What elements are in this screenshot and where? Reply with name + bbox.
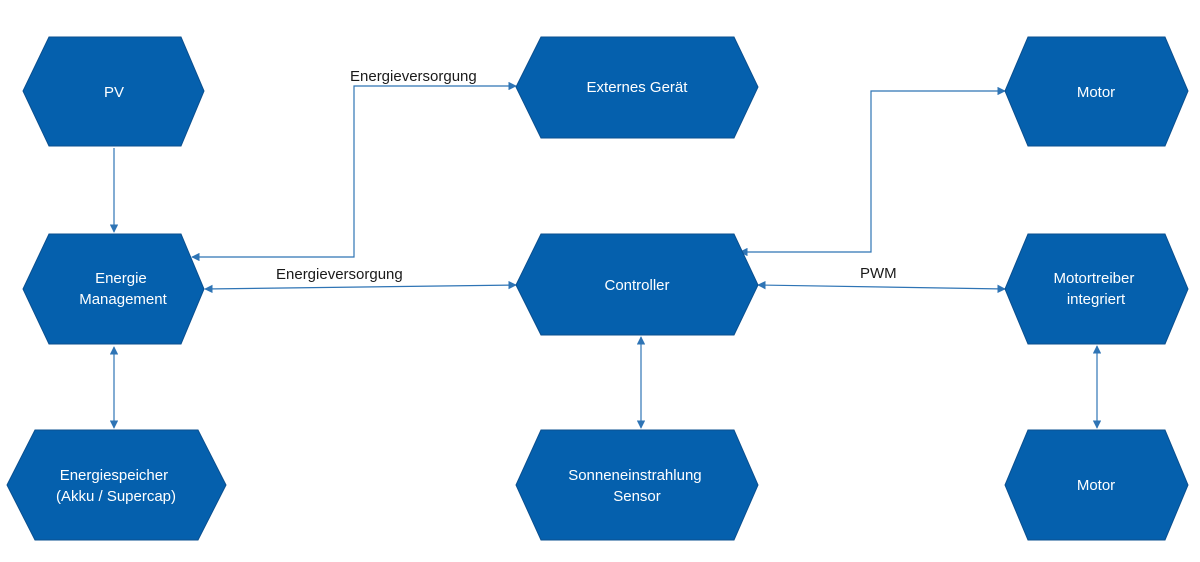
node-pv[interactable]: PV <box>22 36 205 147</box>
node-controller-label: Controller <box>604 277 669 294</box>
edges <box>109 81 1102 429</box>
node-sonnensensor[interactable]: Sonneneinstrahlung Sensor <box>515 429 759 541</box>
edge-label-energieversorgung-top: Energieversorgung <box>350 68 477 85</box>
node-motor-bottom-label: Motor <box>1077 477 1115 494</box>
node-motor-top[interactable]: Motor <box>1004 36 1189 147</box>
node-energiespeicher-label: Energiespeicher (Akku / Supercap) <box>56 467 176 505</box>
node-energie-management-label: Energie Management <box>79 270 167 308</box>
node-externes-geraet-label: Externes Gerät <box>587 79 689 96</box>
node-energiespeicher[interactable]: Energiespeicher (Akku / Supercap) <box>6 429 227 541</box>
edge-label-pwm: PWM <box>860 265 897 282</box>
node-motortreiber[interactable]: Motortreiber integriert <box>1004 233 1189 345</box>
edge-controller-motor-top <box>739 86 1006 257</box>
node-sonnensensor-label: Sonneneinstrahlung Sensor <box>568 467 706 505</box>
node-energie-management[interactable]: Energie Management <box>22 233 205 345</box>
node-pv-label: PV <box>104 84 124 101</box>
node-controller[interactable]: Controller <box>515 233 759 336</box>
edge-energie-management-externes-geraet <box>191 81 517 262</box>
edge-labels: Energieversorgung Energieversorgung PWM <box>276 68 897 283</box>
node-motortreiber-label: Motortreiber integriert <box>1053 270 1138 308</box>
node-motor-bottom[interactable]: Motor <box>1004 429 1189 541</box>
node-motor-top-label: Motor <box>1077 84 1115 101</box>
edge-controller-motortreiber <box>757 280 1006 294</box>
edge-energie-management-controller <box>204 280 517 294</box>
edge-label-energieversorgung-middle: Energieversorgung <box>276 266 403 283</box>
node-externes-geraet[interactable]: Externes Gerät <box>515 36 759 139</box>
nodes: PV Energie Management Energiespeicher (A… <box>6 36 1189 541</box>
